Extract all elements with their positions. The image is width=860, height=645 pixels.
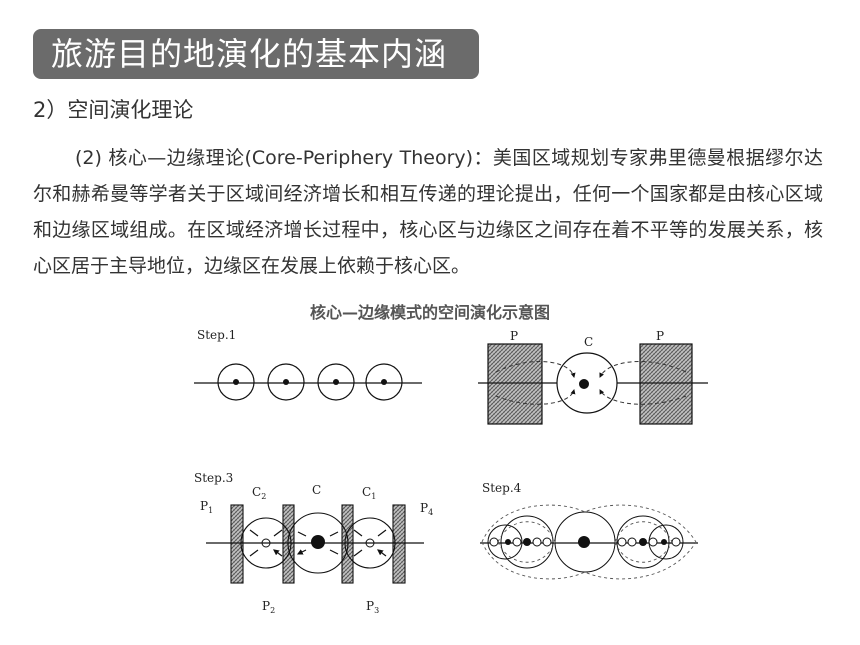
body-paragraph: (2) 核心—边缘理论(Core-Periphery Theory)：美国区域规… <box>33 147 823 277</box>
step3-label-p4: P4 <box>420 501 433 517</box>
step4-panel: Step.4 <box>480 481 698 580</box>
core-periphery-diagram: Step.1 P C P Step.3 P1 C2 C C1 P4 P2 P3 <box>194 328 708 615</box>
step2-label-c: C <box>584 335 593 349</box>
step3-label-p3: P3 <box>366 599 379 615</box>
figure-caption: 核心—边缘模式的空间演化示意图 <box>309 303 550 322</box>
step2-label-p-right: P <box>656 329 664 343</box>
step3-panel: Step.3 P1 C2 C C1 P4 P2 P3 <box>194 471 433 615</box>
step2-panel: P C P <box>478 329 708 425</box>
step3-label-p2: P2 <box>262 599 275 615</box>
step2-label-p-left: P <box>510 329 518 343</box>
step3-label-c: C <box>312 483 321 497</box>
step3-label-p1: P1 <box>200 499 213 515</box>
step4-label: Step.4 <box>482 481 522 495</box>
slide-title: 旅游目的地演化的基本内涵 <box>33 29 479 79</box>
step1-label: Step.1 <box>197 328 236 342</box>
step3-label-c1: C1 <box>362 485 376 501</box>
section-heading: 2）空间演化理论 <box>33 98 194 122</box>
step3-label: Step.3 <box>194 471 233 485</box>
step3-label-c2: C2 <box>252 485 266 501</box>
step1-panel: Step.1 <box>194 328 422 401</box>
